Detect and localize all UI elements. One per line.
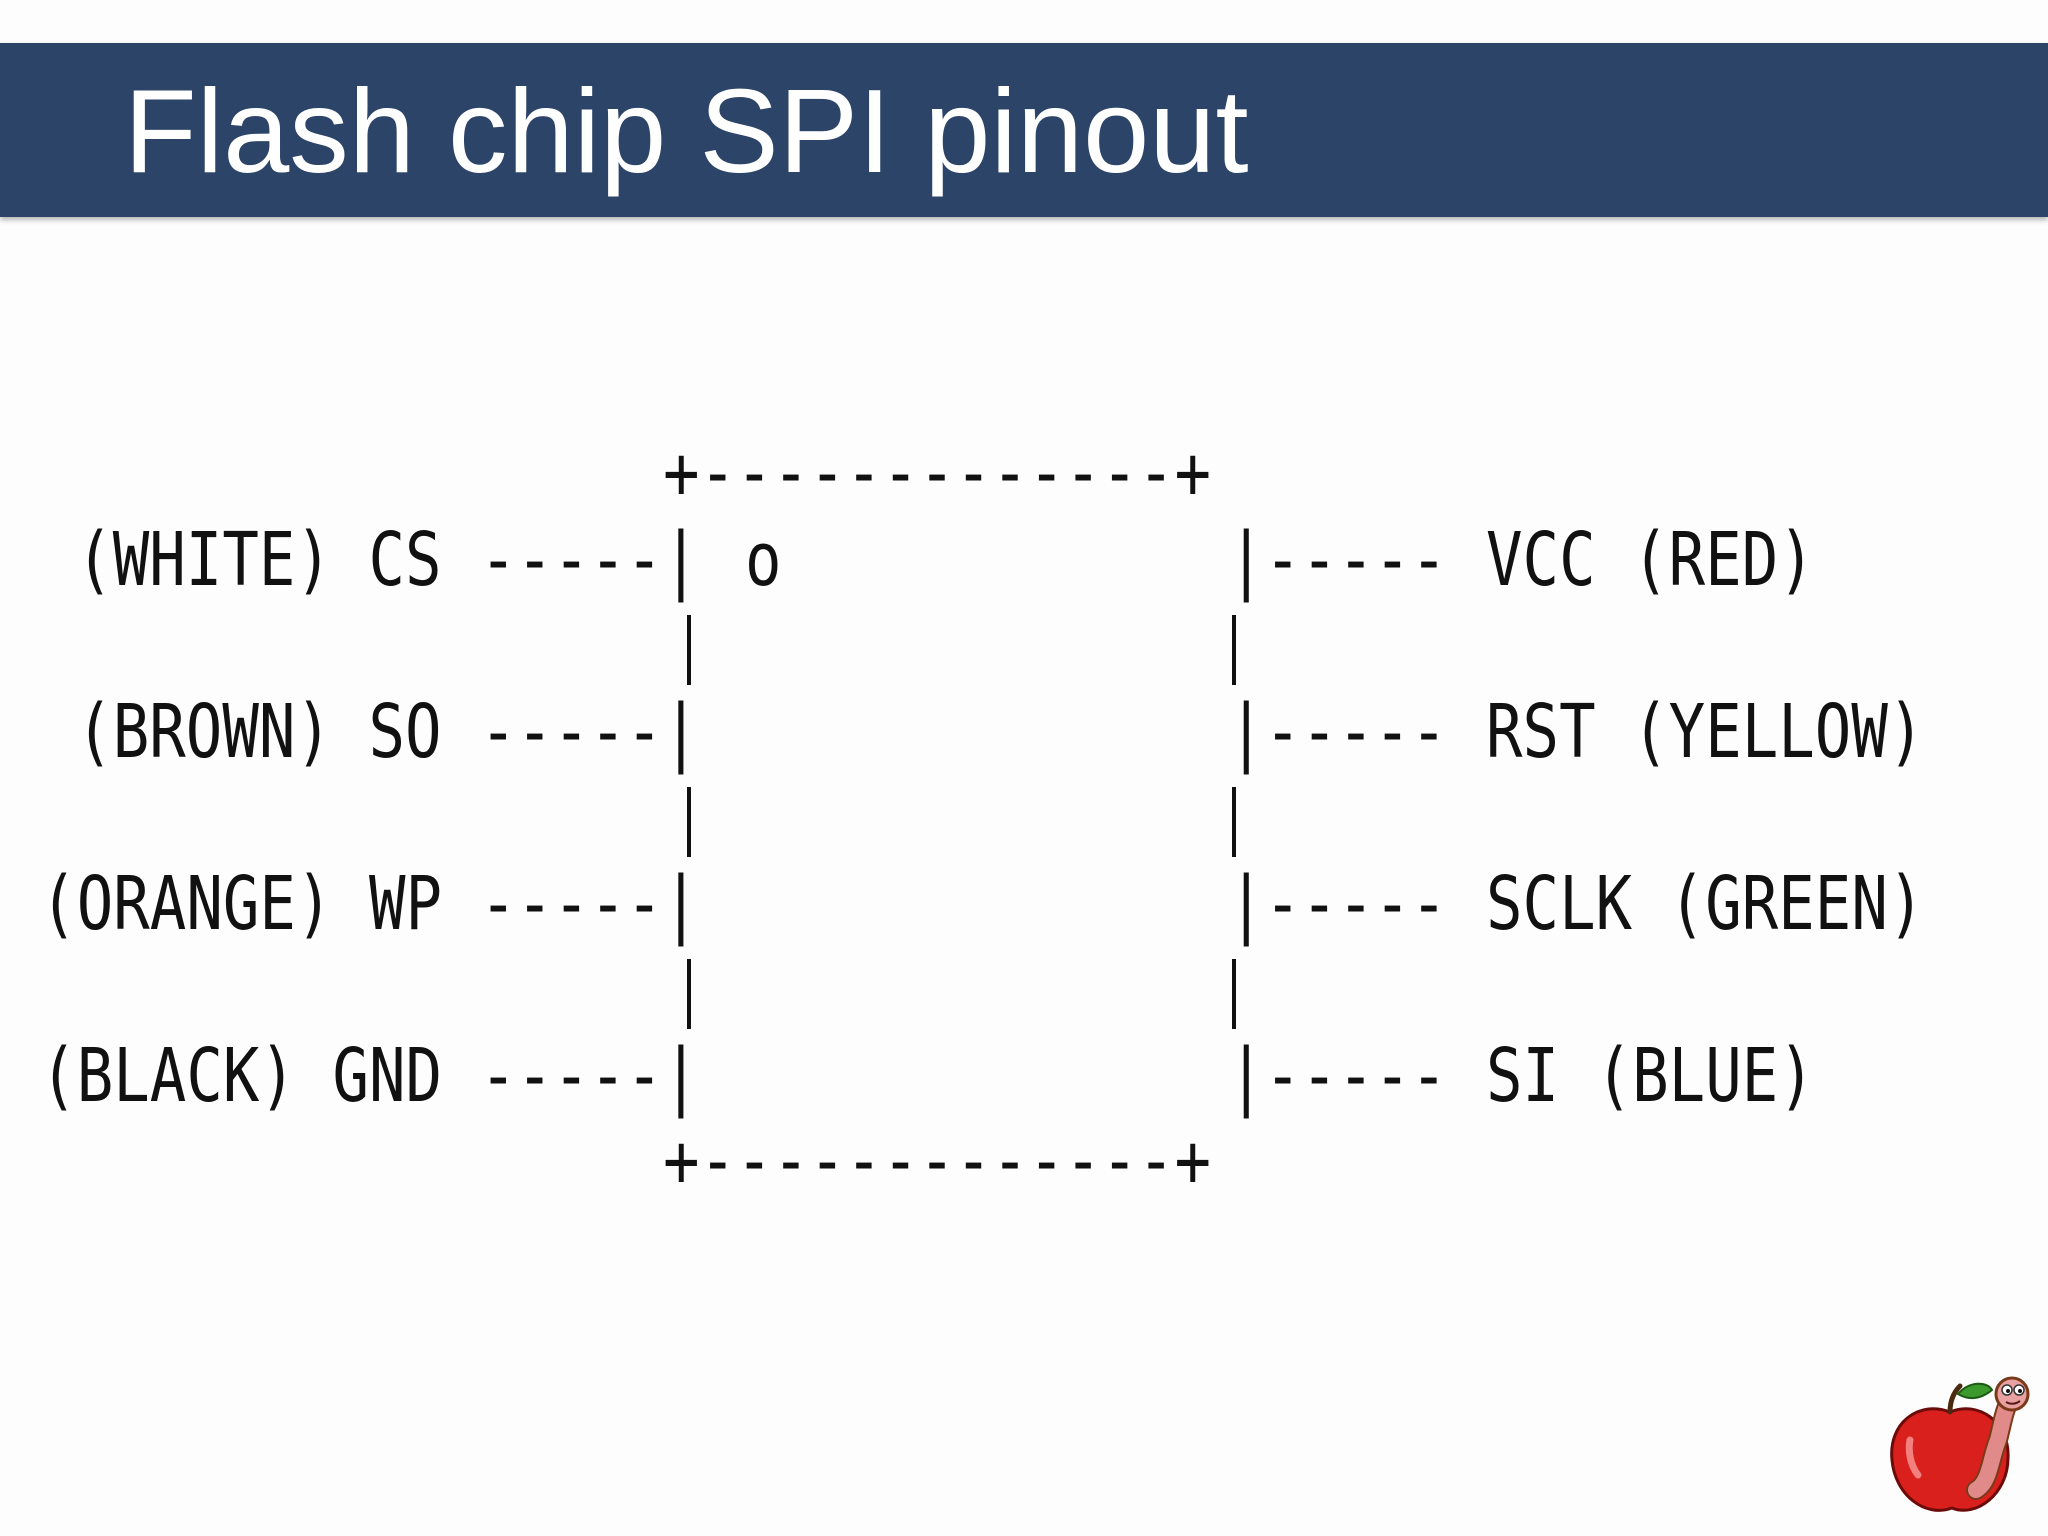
chip-left-side <box>687 959 691 1029</box>
slide-title: Flash chip SPI pinout <box>124 65 1249 198</box>
pin-label-cs: (WHITE) CS <box>76 517 442 603</box>
chip-top-edge: +-------------+ <box>663 430 1211 516</box>
pin-lead-sclk: |----- <box>1228 861 1448 947</box>
pin-lead-gnd: -----| <box>480 1033 700 1119</box>
apple-with-worm-icon <box>1890 1376 2030 1512</box>
pin-label-vcc: VCC (RED) <box>1486 517 1815 603</box>
pin-label-si: SI (BLUE) <box>1486 1033 1815 1119</box>
pin-lead-rst: |----- <box>1228 689 1448 775</box>
chip-right-side <box>1232 787 1236 857</box>
pin-lead-cs: -----| <box>480 517 700 603</box>
chip-right-side <box>1232 959 1236 1029</box>
chip-bottom-edge: +-------------+ <box>663 1118 1211 1204</box>
pin-label-gnd: (BLACK) GND <box>40 1033 442 1119</box>
chip-right-side <box>1232 615 1236 685</box>
pin-label-rst: RST (YELLOW) <box>1486 689 1925 775</box>
pin1-marker: o <box>745 517 782 603</box>
pin-label-sclk: SCLK (GREEN) <box>1486 861 1925 947</box>
chip-left-side <box>687 615 691 685</box>
pin-lead-so: -----| <box>480 689 700 775</box>
title-bar <box>0 43 2048 217</box>
pin-lead-vcc: |----- <box>1228 517 1448 603</box>
chip-left-side <box>687 787 691 857</box>
pin-label-so: (BROWN) SO <box>76 689 442 775</box>
pin-lead-si: |----- <box>1228 1033 1448 1119</box>
pin-lead-wp: -----| <box>480 861 700 947</box>
pin-label-wp: (ORANGE) WP <box>40 861 442 947</box>
